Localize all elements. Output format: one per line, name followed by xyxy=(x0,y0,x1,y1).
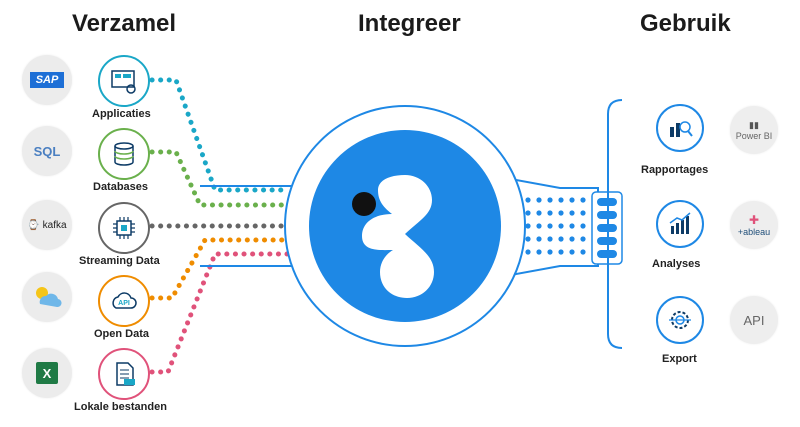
source-sap: SAP xyxy=(22,55,72,105)
output-dot xyxy=(558,236,564,242)
output-dot xyxy=(569,236,575,242)
output-dot xyxy=(536,249,542,255)
source-kafka: ⌚ kafka xyxy=(22,200,72,250)
label-streaming: Streaming Data xyxy=(79,255,160,267)
output-dot xyxy=(580,197,586,203)
connector-lokale xyxy=(149,251,291,375)
category-streaming xyxy=(98,202,150,254)
output-dot xyxy=(580,249,586,255)
excel-logo: X xyxy=(36,362,58,384)
label-applicaties: Applicaties xyxy=(92,108,151,120)
output-dot xyxy=(569,197,575,203)
heading-integrate: Integreer xyxy=(358,10,461,37)
output-analyses xyxy=(656,200,704,248)
connector-applicaties xyxy=(149,77,291,193)
hub-logo-icon xyxy=(352,175,434,298)
tableau-cross-icon: ✚ xyxy=(748,213,760,227)
connector-opendata xyxy=(149,237,291,301)
output-dot xyxy=(547,236,553,242)
database-icon xyxy=(114,142,134,166)
power-bi-icon: ▮▮ xyxy=(749,119,759,130)
xlsx-file-icon xyxy=(116,362,135,386)
tableau-logo: +ableau xyxy=(737,227,771,237)
output-dot xyxy=(569,249,575,255)
output-dot xyxy=(547,223,553,229)
output-dot xyxy=(558,223,564,229)
output-dot xyxy=(536,223,542,229)
api-cloud-icon: API xyxy=(112,292,137,309)
source-weather xyxy=(22,272,72,322)
api-logo: API xyxy=(743,312,765,328)
label-lokale: Lokale bestanden xyxy=(74,401,167,413)
power-bi-logo: Power BI xyxy=(735,130,773,141)
heading-use: Gebruik xyxy=(640,10,731,37)
output-dot xyxy=(536,236,542,242)
label-rapportages: Rapportages xyxy=(641,164,709,176)
output-dot xyxy=(558,210,564,216)
svg-text:API: API xyxy=(118,300,130,307)
report-icon xyxy=(670,121,693,137)
output-dot xyxy=(569,223,575,229)
connector-lines xyxy=(149,77,291,375)
output-rapportages xyxy=(656,104,704,152)
output-dot xyxy=(580,236,586,242)
source-excel: X xyxy=(22,348,72,398)
tool-tableau: ✚ +ableau xyxy=(730,201,778,249)
label-analyses: Analyses xyxy=(652,258,701,270)
category-lokale xyxy=(98,348,150,400)
source-sql: SQL xyxy=(22,126,72,176)
connector-databases xyxy=(149,149,291,208)
sql-logo: SQL xyxy=(33,143,61,159)
label-opendata: Open Data xyxy=(94,328,150,340)
sap-logo: SAP xyxy=(29,72,65,88)
output-dot xyxy=(536,197,542,203)
label-databases: Databases xyxy=(93,181,149,193)
output-dot xyxy=(536,210,542,216)
category-applicaties xyxy=(98,55,150,107)
heading-collect: Verzamel xyxy=(72,10,177,37)
chip-icon xyxy=(113,217,135,239)
output-export xyxy=(656,296,704,344)
output-dot xyxy=(580,210,586,216)
analysis-chart-icon xyxy=(669,212,691,234)
output-dot xyxy=(547,197,553,203)
weather-cloud-icon xyxy=(36,287,62,308)
output-dot xyxy=(547,210,553,216)
category-opendata: API xyxy=(98,275,150,327)
output-dot xyxy=(580,223,586,229)
left-bridge xyxy=(200,185,300,267)
output-dot xyxy=(558,197,564,203)
output-bracket xyxy=(607,99,623,349)
output-dot xyxy=(525,210,531,216)
output-dot xyxy=(558,249,564,255)
application-icon xyxy=(111,70,136,94)
tool-api: API xyxy=(730,296,778,344)
export-gear-icon xyxy=(669,311,691,329)
category-databases xyxy=(98,128,150,180)
tool-powerbi: ▮▮ Power BI xyxy=(730,106,778,154)
output-dot xyxy=(525,197,531,203)
output-dot xyxy=(525,249,531,255)
output-dot xyxy=(525,223,531,229)
label-export: Export xyxy=(662,353,697,365)
output-dot xyxy=(569,210,575,216)
kafka-logo: ⌚ kafka xyxy=(27,219,67,231)
output-dot-grid xyxy=(525,197,586,255)
output-dot xyxy=(525,236,531,242)
output-dot xyxy=(547,249,553,255)
